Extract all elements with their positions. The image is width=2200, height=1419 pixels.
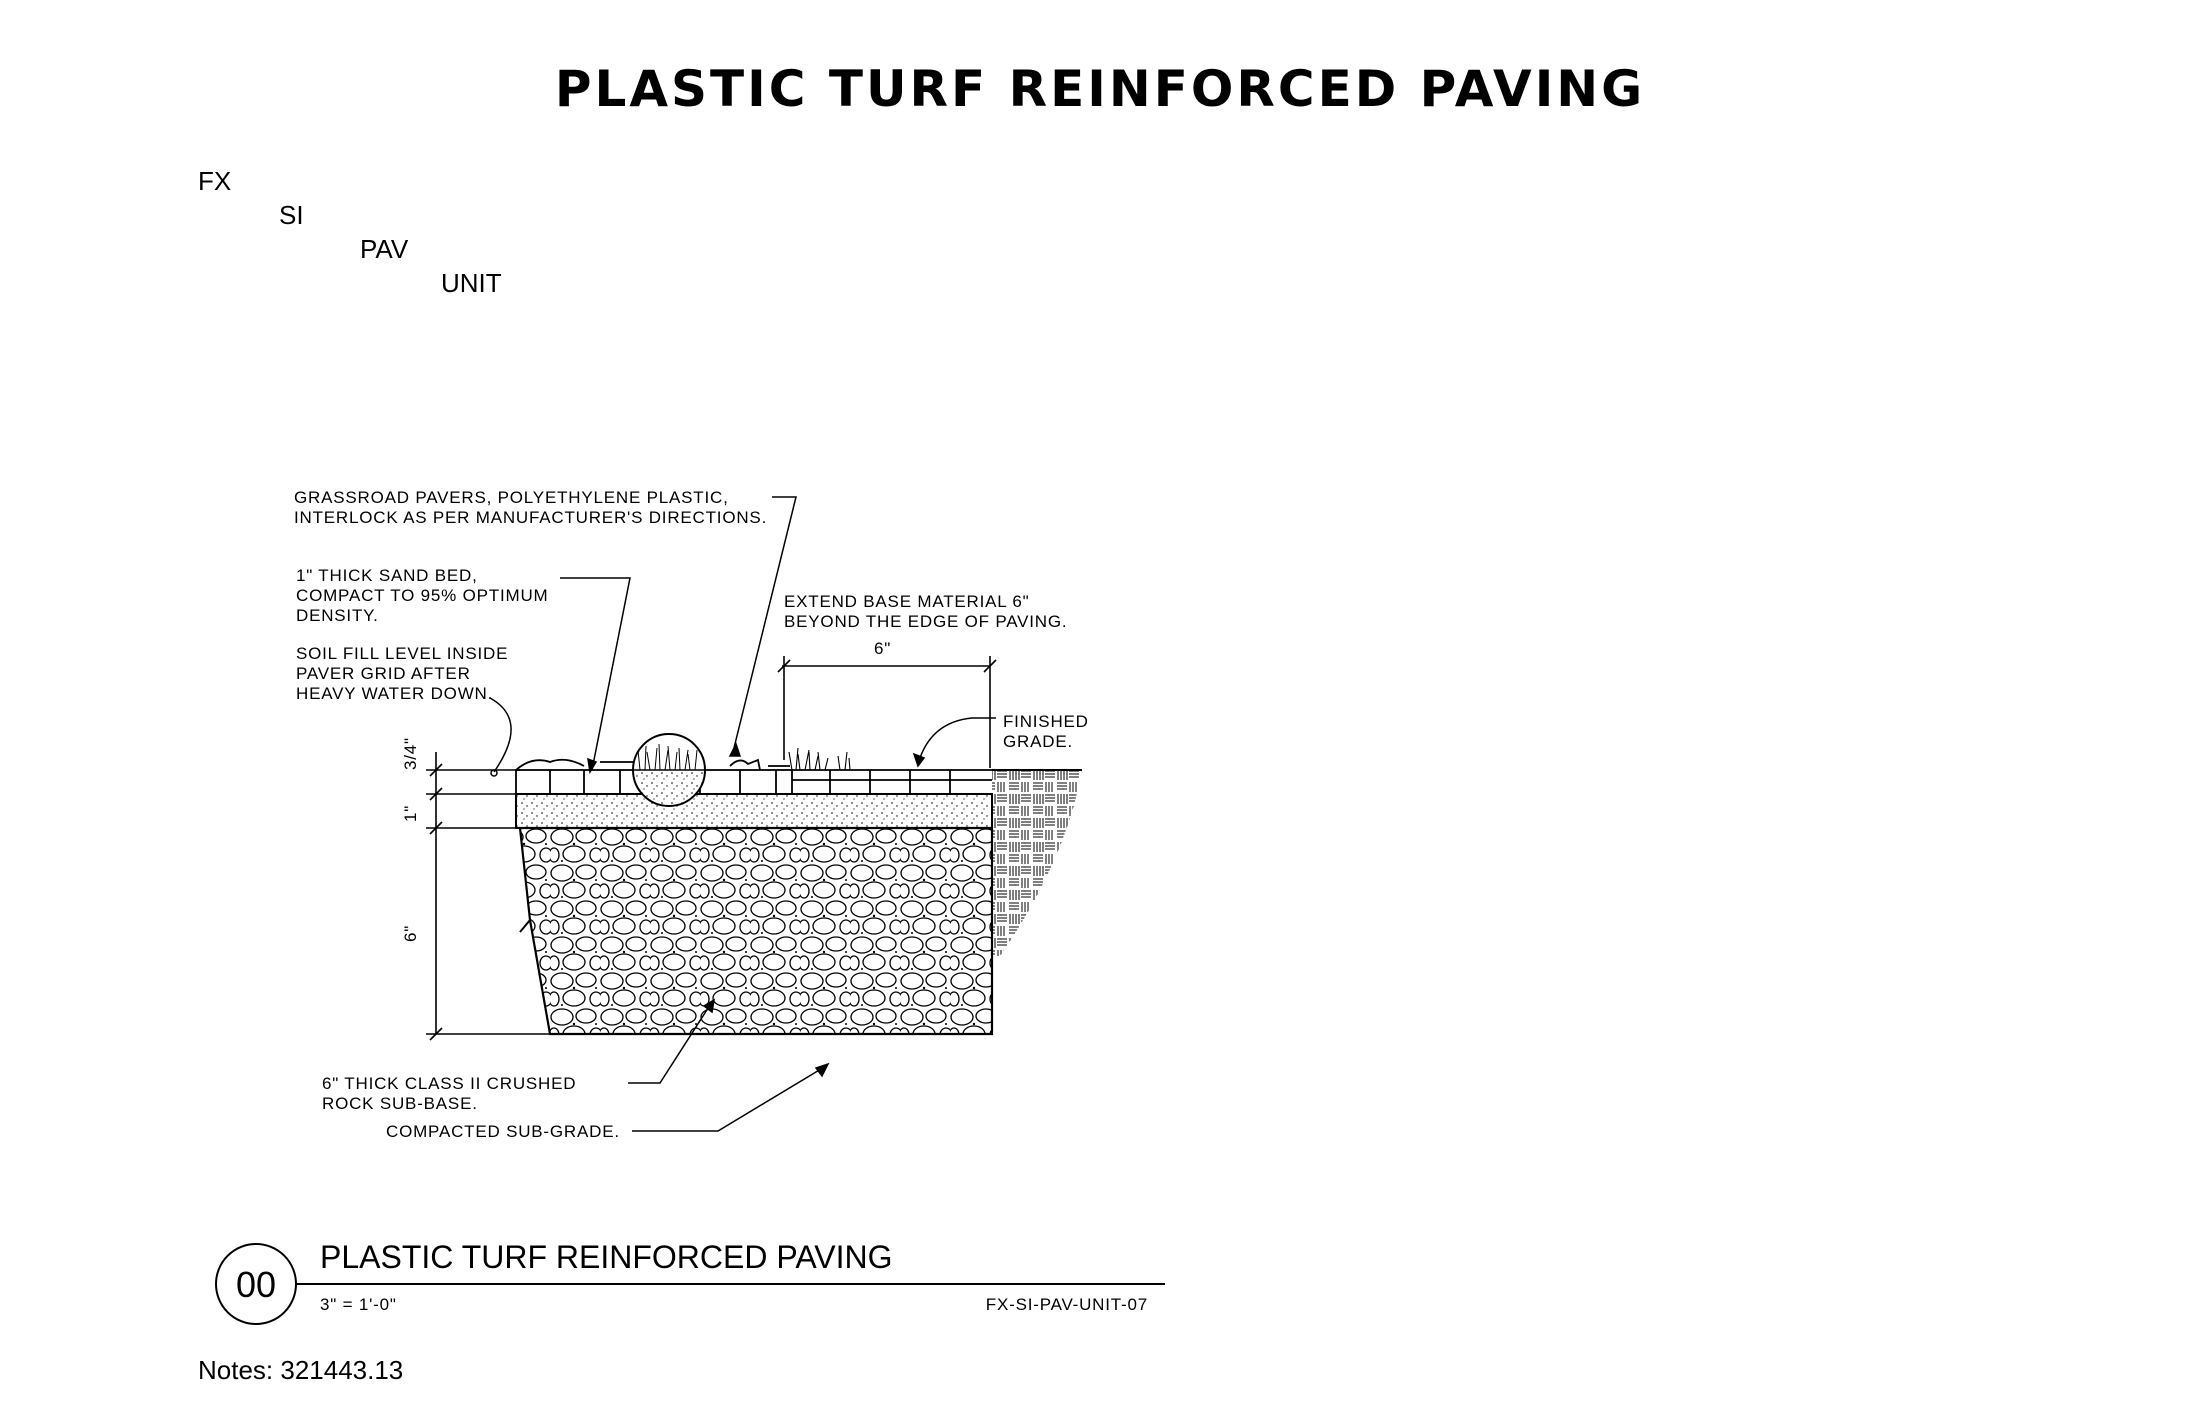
callout-pavers-line2: INTERLOCK AS PER MANUFACTURER'S DIRECTIO… — [294, 508, 767, 527]
dim-sand: 1" — [401, 805, 420, 822]
callout-soil-line2: PAVER GRID AFTER — [296, 664, 471, 683]
callout-rock-line2: ROCK SUB-BASE. — [322, 1094, 478, 1113]
dim-base: 6" — [401, 925, 420, 942]
extend-dimension — [777, 656, 997, 768]
leader-lines — [489, 496, 996, 1132]
callout-sand-line2: COMPACT TO 95% OPTIMUM — [296, 586, 549, 605]
callout-extend-line1: EXTEND BASE MATERIAL 6" — [784, 592, 1030, 611]
detail-number: 00 — [236, 1264, 276, 1305]
vertical-dimensions — [426, 752, 550, 1041]
code-unit: UNIT — [441, 268, 502, 298]
grass-tufts — [788, 747, 851, 771]
sand-bed — [515, 793, 993, 829]
existing-soil — [992, 770, 1082, 956]
callout-subgrade: COMPACTED SUB-GRADE. — [386, 1122, 620, 1141]
dim-extend: 6" — [874, 639, 891, 658]
dim-paver: 3/4" — [401, 737, 420, 770]
crushed-rock-base — [518, 826, 994, 1036]
sheet-title: PLASTIC TURF REINFORCED PAVING — [554, 60, 1646, 118]
callout-extend-line2: BEYOND THE EDGE OF PAVING. — [784, 612, 1067, 631]
callout-sand-line3: DENSITY. — [296, 606, 379, 625]
callout-finished-line1: FINISHED — [1003, 712, 1089, 731]
code-pav: PAV — [360, 234, 409, 264]
notes-text: Notes: 321443.13 — [198, 1355, 404, 1385]
detail-scale: 3" = 1'-0" — [320, 1295, 397, 1314]
code-si: SI — [279, 200, 304, 230]
detail-drawing-id: FX-SI-PAV-UNIT-07 — [986, 1295, 1148, 1314]
paver-grid — [515, 758, 992, 795]
detail-title: PLASTIC TURF REINFORCED PAVING — [320, 1239, 893, 1275]
callout-sand-line1: 1" THICK SAND BED, — [296, 566, 478, 585]
code-fx: FX — [198, 166, 232, 196]
callout-pavers-line1: GRASSROAD PAVERS, POLYETHYLENE PLASTIC, — [294, 488, 729, 507]
callout-rock-line1: 6" THICK CLASS II CRUSHED — [322, 1074, 576, 1093]
callout-soil-line1: SOIL FILL LEVEL INSIDE — [296, 644, 508, 663]
callout-finished-line2: GRADE. — [1003, 732, 1073, 751]
callout-soil-line3: HEAVY WATER DOWN. — [296, 684, 493, 703]
